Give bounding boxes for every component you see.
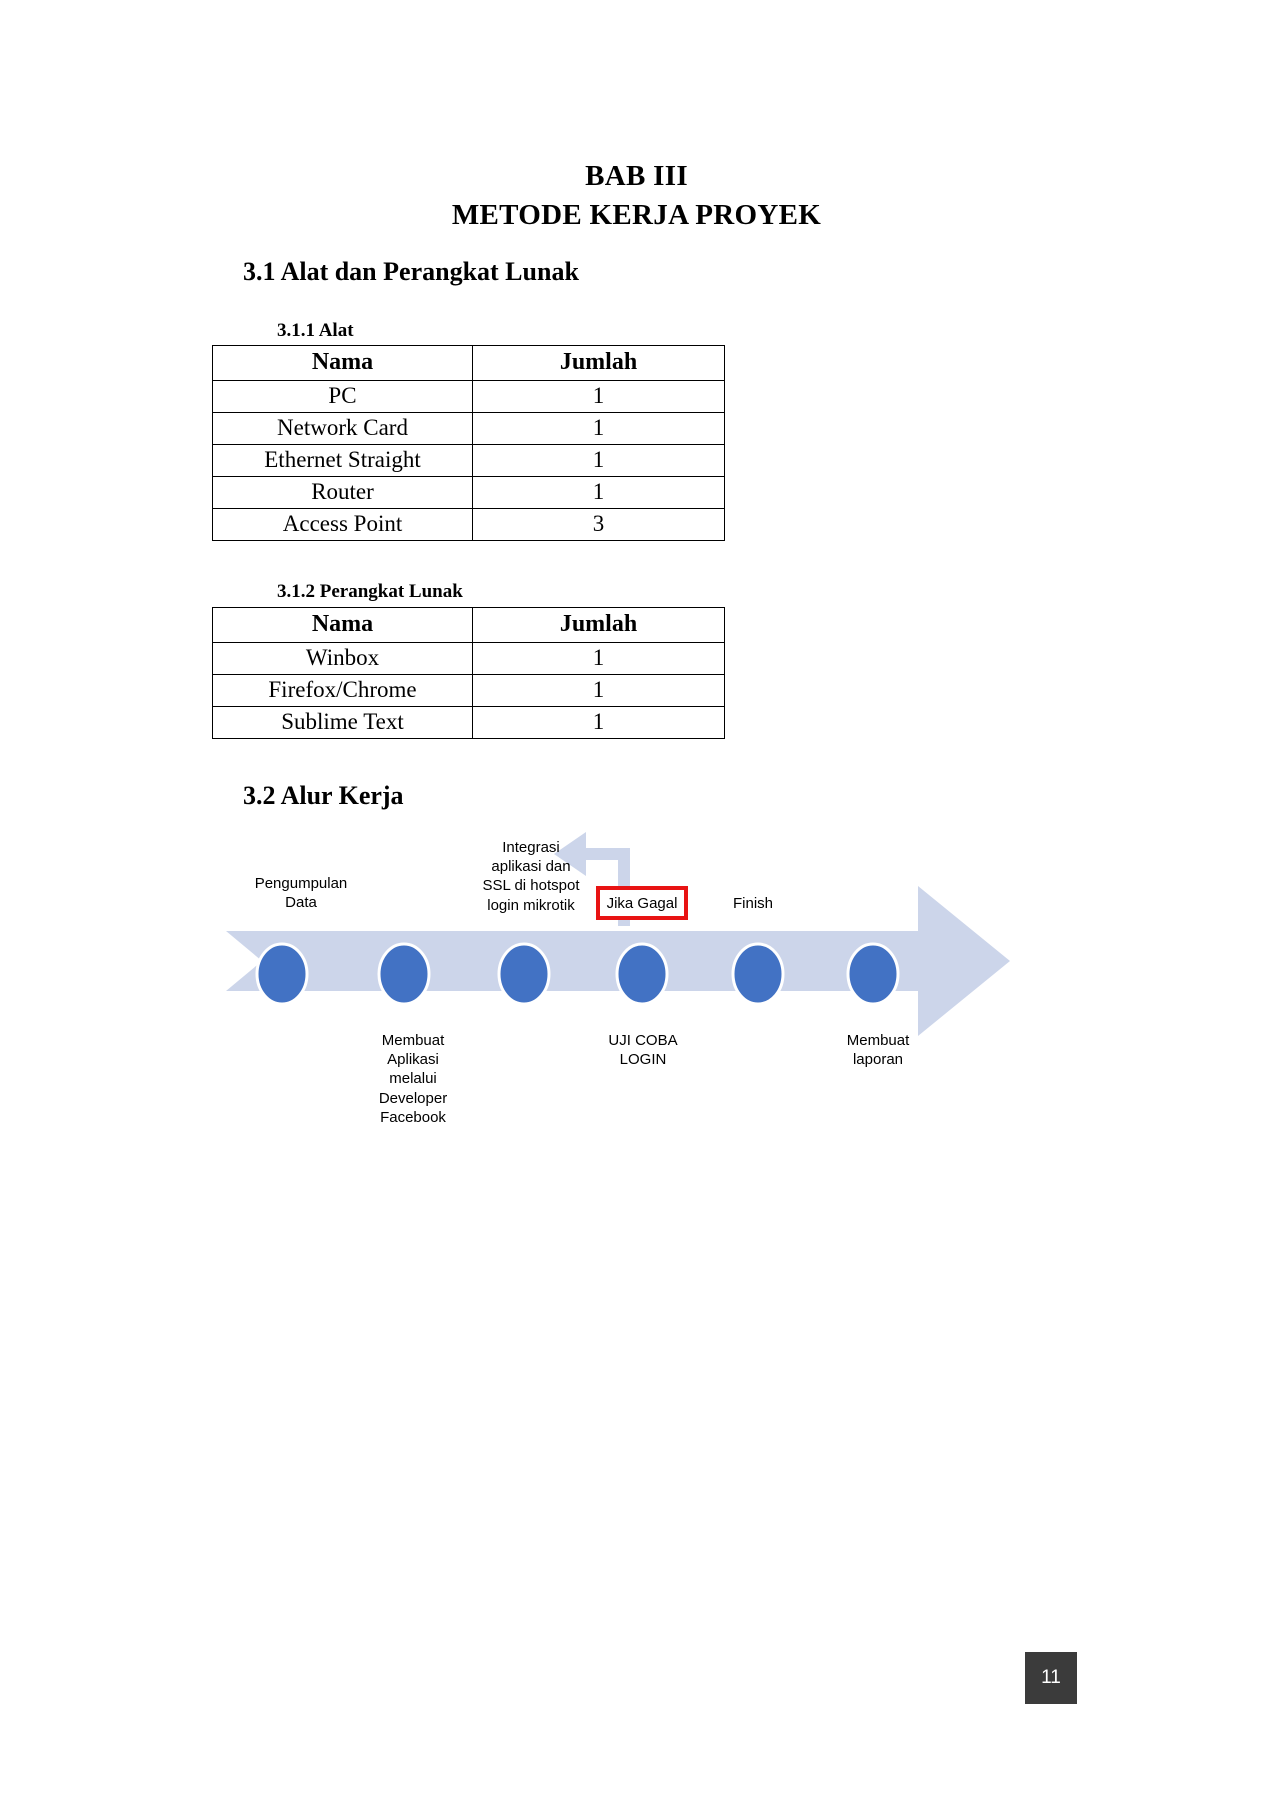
column-header-jumlah: Jumlah [472, 607, 725, 643]
flow-node [615, 942, 669, 1006]
flow-label-membuat-aplikasi: Membuat Aplikasi melalui Developer Faceb… [378, 1032, 448, 1126]
callout-jika-gagal: Jika Gagal [596, 886, 688, 920]
flow-node [377, 942, 431, 1006]
alur-kerja-diagram: Pengumpulan Data Integrasi aplikasi dan … [218, 826, 1018, 1156]
cell-jumlah: 1 [472, 444, 725, 477]
table-perangkat-lunak: Nama Jumlah Winbox 1 Firefox/Chrome 1 Su… [212, 607, 725, 739]
cell-nama: PC [212, 380, 473, 413]
cell-jumlah: 3 [472, 508, 725, 541]
cell-jumlah: 1 [472, 674, 725, 707]
section-heading-3-1-2: 3.1.2 Perangkat Lunak [277, 581, 463, 602]
flow-diagram-graphic [226, 832, 1010, 1036]
table-row: Ethernet Straight 1 [212, 444, 725, 477]
flow-node [731, 942, 785, 1006]
cell-jumlah: 1 [472, 642, 725, 675]
cell-jumlah: 1 [472, 380, 725, 413]
section-heading-3-1-1: 3.1.1 Alat [277, 320, 354, 341]
cell-nama: Sublime Text [212, 706, 473, 739]
cell-nama: Ethernet Straight [212, 444, 473, 477]
cell-nama: Access Point [212, 508, 473, 541]
cell-nama: Network Card [212, 412, 473, 445]
cell-nama: Router [212, 476, 473, 509]
feedback-arrow-icon [554, 832, 630, 926]
flow-node [255, 942, 309, 1006]
column-header-nama: Nama [212, 607, 473, 643]
cell-jumlah: 1 [472, 412, 725, 445]
chapter-number: BAB III [585, 160, 688, 192]
flow-label-integrasi-aplikasi: Integrasi aplikasi dan SSL di hotspot lo… [482, 839, 580, 914]
table-row: Router 1 [212, 476, 725, 509]
column-header-nama: Nama [212, 345, 473, 381]
table-row: Sublime Text 1 [212, 706, 725, 739]
section-heading-3-2: 3.2 Alur Kerja [243, 781, 404, 810]
table-row: PC 1 [212, 380, 725, 413]
table-header-row: Nama Jumlah [212, 345, 725, 381]
table-row: Access Point 3 [212, 508, 725, 541]
cell-nama: Firefox/Chrome [212, 674, 473, 707]
flow-label-pengumpulan-data: Pengumpulan Data [254, 875, 348, 912]
cell-jumlah: 1 [472, 476, 725, 509]
table-row: Firefox/Chrome 1 [212, 674, 725, 707]
table-header-row: Nama Jumlah [212, 607, 725, 643]
flow-label-finish: Finish [732, 895, 773, 912]
page-number-badge: 11 [1025, 1652, 1077, 1704]
table-row: Network Card 1 [212, 412, 725, 445]
section-heading-3-1: 3.1 Alat dan Perangkat Lunak [243, 257, 579, 286]
table-row: Winbox 1 [212, 642, 725, 675]
flow-label-membuat-laporan: Membuat laporan [846, 1032, 910, 1069]
flow-node [846, 942, 900, 1006]
chapter-title: METODE KERJA PROYEK [451, 199, 822, 231]
flow-node [497, 942, 551, 1006]
cell-nama: Winbox [212, 642, 473, 675]
cell-jumlah: 1 [472, 706, 725, 739]
column-header-jumlah: Jumlah [472, 345, 725, 381]
table-alat: Nama Jumlah PC 1 Network Card 1 Ethernet… [212, 345, 725, 541]
flow-label-uji-coba-login: UJI COBA LOGIN [608, 1032, 678, 1069]
